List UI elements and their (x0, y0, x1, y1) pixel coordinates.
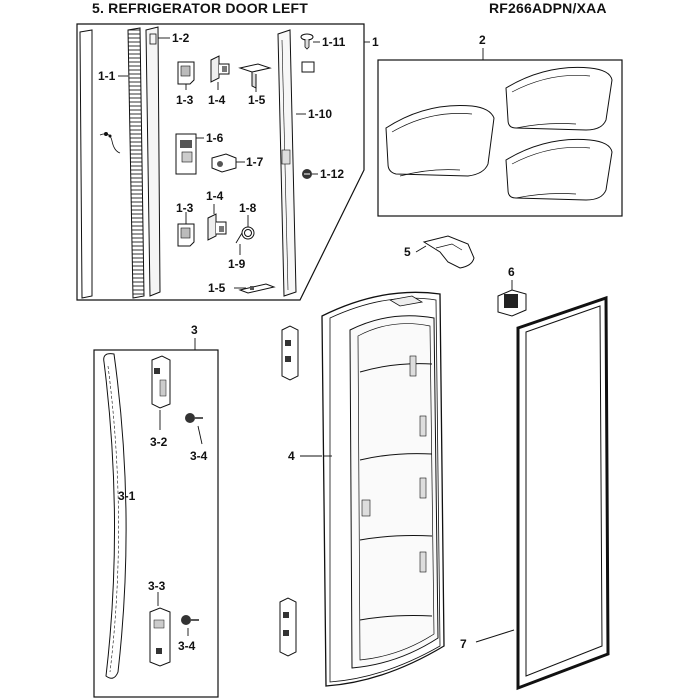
callout-5: 5 (404, 245, 411, 259)
part-1-5-clip-bottom (238, 283, 276, 294)
callout-1-12: 1-12 (320, 167, 344, 181)
part-3-2-cap (151, 355, 171, 430)
page-title: 5. REFRIGERATOR DOOR LEFT (92, 0, 309, 16)
door-hinge-block-bottom (279, 597, 297, 657)
part-7-gasket (475, 295, 610, 691)
callout-3-4-top: 3-4 (190, 449, 208, 463)
part-1-3-bracket-bottom (177, 223, 195, 247)
model-number: RF266ADPN/XAA (489, 0, 607, 16)
callout-3-3: 3-3 (148, 579, 166, 593)
callout-1: 1 (372, 35, 379, 49)
callout-1-9: 1-9 (228, 257, 246, 271)
part-1-6-bracket (175, 133, 197, 175)
part-6-pad (497, 280, 527, 317)
part-1-4-hinge-bottom (207, 213, 227, 241)
assembly-3-frame (93, 349, 219, 698)
part-3-4-screw-top (185, 413, 203, 445)
callout-1-3-bottom: 1-3 (176, 201, 194, 215)
callout-1-5-bottom: 1-5 (208, 281, 226, 295)
part-4-door (321, 291, 445, 687)
callout-4: 4 (288, 449, 295, 463)
assembly-2-frame (377, 59, 623, 217)
callout-3: 3 (191, 323, 198, 337)
part-1-12-screw (302, 169, 312, 179)
callout-3-1: 3-1 (118, 489, 136, 503)
part-1-2-bar (145, 26, 161, 297)
part-3-3-cap (149, 592, 171, 667)
part-1-7-cam (211, 153, 237, 173)
callout-3-2: 3-2 (150, 435, 168, 449)
callout-1-7: 1-7 (246, 155, 264, 169)
callout-1-4-bottom: 1-4 (206, 189, 224, 203)
assembly-1-leaders (118, 37, 370, 289)
part-1-3-bracket-top (177, 61, 195, 85)
callout-1-8: 1-8 (239, 201, 257, 215)
assembly-1-frame (76, 23, 365, 301)
callout-1-5-top: 1-5 (248, 93, 266, 107)
part-1-11-clip (301, 61, 315, 73)
callout-1-3-top: 1-3 (176, 93, 194, 107)
part-1-5-clip-top (238, 63, 272, 89)
part-5-cover (415, 235, 475, 269)
part-1-10-long-bar (277, 29, 297, 297)
part-1-1-strip (79, 29, 121, 299)
callout-2: 2 (479, 33, 486, 47)
callout-6: 6 (508, 265, 515, 279)
part-3-4-screw-bottom (181, 615, 199, 636)
callout-1-4-top: 1-4 (208, 93, 226, 107)
part-1-11-screw (300, 33, 314, 50)
callout-1-1: 1-1 (98, 69, 116, 83)
part-3-1-handle (103, 353, 127, 679)
door-bin (505, 138, 613, 201)
callout-1-10: 1-10 (308, 107, 332, 121)
callout-3-4-bottom: 3-4 (178, 639, 196, 653)
part-1-1-hatched-bar (127, 27, 145, 299)
part-1-8-spring (235, 226, 255, 244)
callout-7: 7 (460, 637, 467, 651)
door-hinge-block-top (281, 325, 299, 381)
door-bin (505, 66, 613, 131)
part-1-4-hinge-top (210, 55, 230, 83)
callout-1-6: 1-6 (206, 131, 224, 145)
callout-1-2: 1-2 (172, 31, 190, 45)
door-bin (385, 105, 495, 177)
callout-1-11: 1-11 (322, 35, 346, 49)
